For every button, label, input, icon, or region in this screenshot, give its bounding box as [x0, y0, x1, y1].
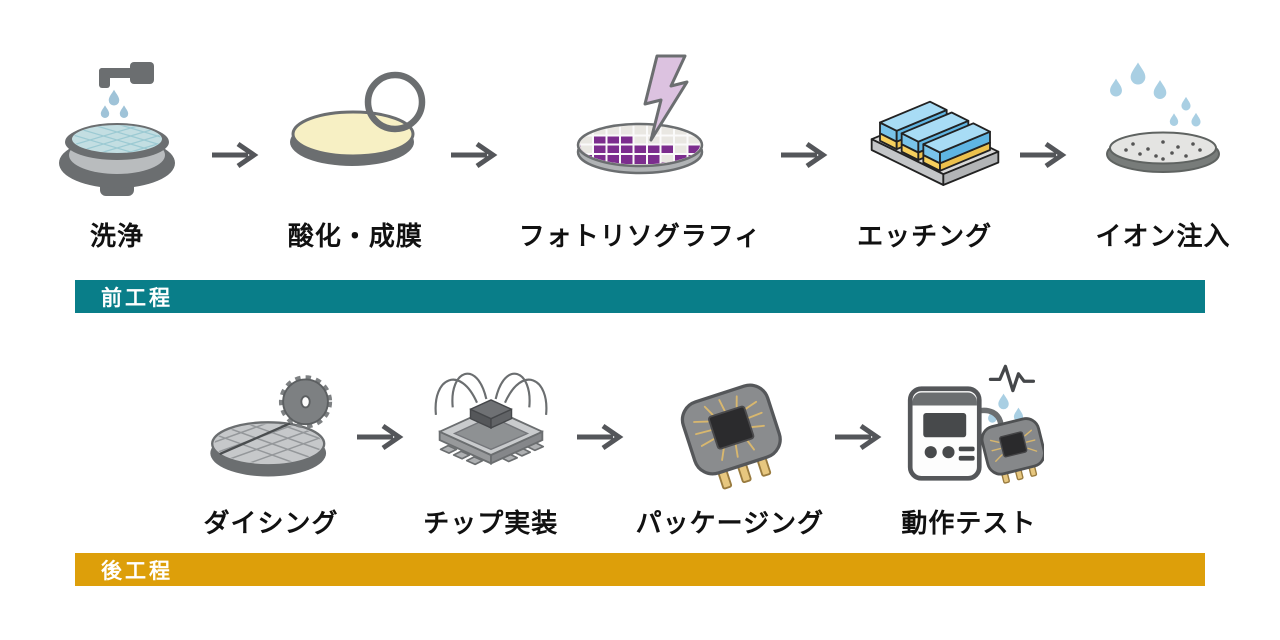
back-end-process-section: ダイシング	[0, 357, 1280, 586]
step-label: 酸化・成膜	[287, 221, 423, 251]
final-test-icon	[894, 357, 1044, 497]
front-end-banner-label: 前工程	[101, 286, 173, 310]
packaging-icon	[655, 357, 805, 497]
oxidation-film-icon	[280, 50, 430, 200]
front-end-process-section: 洗浄 酸化・成膜	[0, 50, 1280, 313]
arrow-right-icon	[573, 423, 629, 456]
wafer-cleaning-icon	[42, 50, 192, 200]
step-packaging: パッケージング	[636, 357, 824, 539]
step-chip-mounting: チップ実装	[416, 357, 566, 539]
step-photolithography: フォトリソグラフィ	[519, 50, 761, 252]
step-etching: エッチング	[850, 50, 1000, 252]
step-label: エッチング	[857, 221, 993, 251]
arrow-right-icon	[353, 423, 409, 456]
chip-mounting-icon	[416, 357, 566, 497]
arrow-right-icon	[208, 141, 264, 174]
step-label: 動作テスト	[901, 508, 1037, 538]
step-label: イオン注入	[1095, 221, 1231, 251]
back-end-banner: 後工程	[75, 553, 1205, 586]
photolithography-icon	[565, 50, 715, 200]
arrow-right-icon	[1016, 141, 1072, 174]
step-final-test: 動作テスト	[894, 357, 1044, 539]
arrow-right-icon	[777, 141, 833, 174]
arrow-right-icon	[447, 141, 503, 174]
front-end-banner: 前工程	[75, 280, 1205, 313]
dicing-icon	[196, 357, 346, 497]
step-label: 洗浄	[89, 221, 144, 251]
step-label: フォトリソグラフィ	[518, 221, 762, 251]
step-dicing: ダイシング	[196, 357, 346, 539]
step-cleaning: 洗浄	[42, 50, 192, 252]
ion-implantation-icon	[1088, 50, 1238, 200]
step-label: パッケージング	[635, 508, 825, 538]
back-end-steps-row: ダイシング	[196, 357, 1044, 539]
step-oxidation-film: 酸化・成膜	[280, 50, 430, 252]
back-end-banner-label: 後工程	[101, 559, 173, 583]
step-label: ダイシング	[203, 508, 339, 538]
step-ion-implantation: イオン注入	[1088, 50, 1238, 252]
step-label: チップ実装	[423, 508, 559, 538]
arrow-right-icon	[831, 423, 887, 456]
front-end-steps-row: 洗浄 酸化・成膜	[42, 50, 1238, 252]
etching-icon	[850, 50, 1000, 200]
